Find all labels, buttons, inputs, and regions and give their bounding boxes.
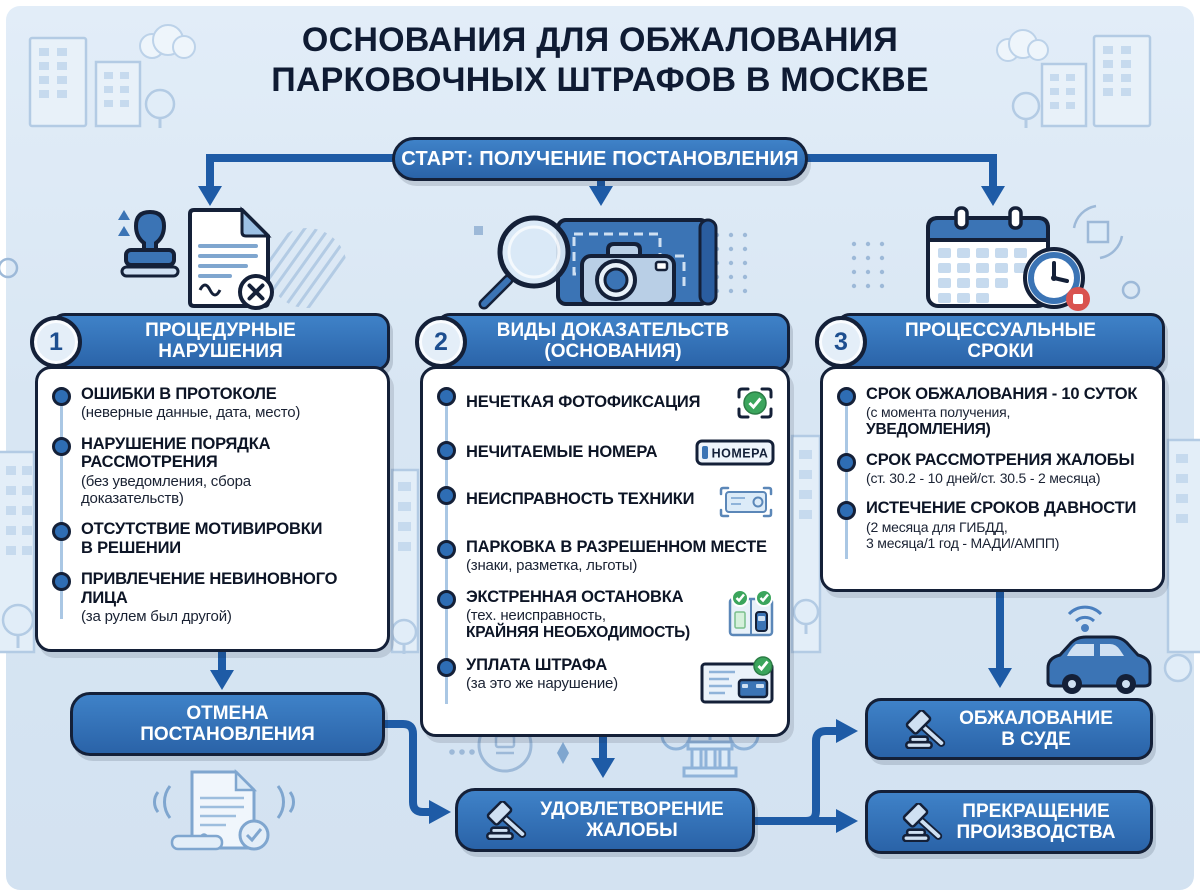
cloud-top-left [139, 24, 196, 59]
circle-accent-right [1121, 280, 1141, 300]
list-item: НАРУШЕНИЕ ПОРЯДКА РАССМОТРЕНИЯ (без увед… [52, 435, 375, 507]
column-1-body: ОШИБКИ В ПРОТОКОЛЕ (неверные данные, дат… [35, 366, 390, 652]
bullet-icon [52, 572, 71, 592]
title-line-1: ОСНОВАНИЯ ДЛЯ ОБЖАЛОВАНИЯ [301, 21, 899, 59]
wifi-icon [1067, 605, 1103, 632]
bullet-icon [437, 387, 456, 406]
list-item: УПЛАТА ШТРАФА (за это же нарушение) [437, 656, 775, 711]
list-item: ЭКСТРЕННАЯ ОСТАНОВКА (тех. неисправность… [437, 588, 775, 643]
flow-arrowheads [198, 186, 1012, 833]
start-banner: СТАРТ: ПОЛУЧЕНИЕ ПОСТАНОВЛЕНИЯ [392, 137, 808, 181]
skyline-top-left [28, 36, 176, 128]
dots-grid-2 [851, 241, 885, 289]
photo-check-icon [735, 385, 775, 426]
page-title: ОСНОВАНИЯ ДЛЯ ОБЖАЛОВАНИЯ ПАРКОВОЧНЫХ ШТ… [0, 20, 1200, 100]
bullet-icon [837, 387, 856, 406]
gavel-icon [902, 802, 943, 842]
bullet-icon [837, 452, 856, 472]
dots-ellipsis [449, 749, 475, 755]
list-item: ОТСУТСТВИЕ МОТИВИРОВКИ В РЕШЕНИИ [52, 520, 375, 557]
list-item: НЕЧЕТКАЯ ФОТОФИКСАЦИЯ [437, 385, 775, 426]
triangle-accents [118, 210, 130, 236]
list-item: ПРИВЛЕЧЕНИЕ НЕВИНОВНОГО ЛИЦА (за рулем б… [52, 570, 375, 625]
skyline-mid-left [0, 450, 36, 654]
column-1-number-badge: 1 [30, 316, 82, 368]
list-item: НЕИСПРАВНОСТЬ ТЕХНИКИ [437, 484, 775, 525]
column-2-number: 2 [434, 327, 448, 356]
bullet-icon [437, 589, 456, 609]
square-arcs-accent [1072, 204, 1124, 260]
bullet-icon [52, 522, 71, 542]
square-accent-small [474, 226, 483, 235]
list-item: НЕЧИТАЕМЫЕ НОМЕРА НОМЕРА [437, 439, 775, 471]
column-3-number: 3 [834, 327, 848, 356]
stamp-document-icon [118, 206, 298, 311]
column-2-body: НЕЧЕТКАЯ ФОТОФИКСАЦИЯ НЕЧИТАЕМЫЕ НОМЕРА [420, 366, 790, 737]
list-item: ПАРКОВКА В РАЗРЕШЕННОМ МЕСТЕ (знаки, раз… [437, 538, 775, 575]
skyline-gap-2 [790, 434, 822, 654]
column-evidence-types: 2 ВИДЫ ДОКАЗАТЕЛЬСТВ(ОСНОВАНИЯ) НЕЧЕТКАЯ… [415, 313, 790, 737]
list-item: СРОК РАССМОТРЕНИЯ ЖАЛОБЫ (ст. 30.2 - 10 … [837, 451, 1150, 487]
circle-accent-left [0, 257, 19, 279]
bullet-icon [837, 501, 856, 521]
bullet-icon [437, 441, 456, 460]
car-icon [1046, 635, 1152, 694]
gavel-icon [486, 800, 527, 840]
column-3-body: СРОК ОБЖАЛОВАНИЯ - 10 СУТОК (с момента п… [820, 366, 1165, 592]
start-banner-label: СТАРТ: ПОЛУЧЕНИЕ ПОСТАНОВЛЕНИЯ [401, 147, 799, 170]
camera-device-icon [717, 484, 775, 525]
magnifier-camera-blueprint-icon [470, 200, 730, 312]
license-plate-icon: НОМЕРА [695, 439, 775, 471]
title-line-2: ПАРКОВОЧНЫХ ШТРАФОВ В МОСКВЕ [271, 61, 929, 100]
parking-check-icon [727, 588, 775, 643]
column-3-number-badge: 3 [815, 316, 867, 368]
bullet-icon [437, 657, 456, 677]
column-1-number: 1 [49, 327, 63, 356]
list-item: ИСТЕЧЕНИЕ СРОКОВ ДАВНОСТИ (2 месяца для … [837, 499, 1150, 551]
doc-waves-icon [153, 768, 295, 851]
bullet-icon [52, 436, 71, 456]
bullet-icon [52, 387, 71, 406]
cloud-top-right [996, 29, 1049, 62]
plate-label: НОМЕРА [712, 447, 769, 461]
skyline-gap-1 [390, 468, 420, 654]
skyline-top-right [1011, 34, 1152, 128]
sparkle-icon [557, 742, 569, 764]
column-2-header: 2 ВИДЫ ДОКАЗАТЕЛЬСТВ(ОСНОВАНИЯ) [415, 313, 790, 371]
payment-receipt-icon [699, 655, 775, 711]
list-item: СРОК ОБЖАЛОВАНИЯ - 10 СУТОК (с момента п… [837, 385, 1150, 438]
bullet-icon [437, 486, 456, 505]
skyline-right-edge [1163, 438, 1200, 683]
gavel-icon [905, 709, 946, 749]
list-item: ОШИБКИ В ПРОТОКОЛЕ (неверные данные, дат… [52, 385, 375, 422]
column-2-number-badge: 2 [415, 316, 467, 368]
bullet-icon [437, 540, 456, 559]
column-2-title: ВИДЫ ДОКАЗАТЕЛЬСТВ(ОСНОВАНИЯ) [436, 313, 790, 371]
calendar-clock-icon [918, 204, 1098, 312]
